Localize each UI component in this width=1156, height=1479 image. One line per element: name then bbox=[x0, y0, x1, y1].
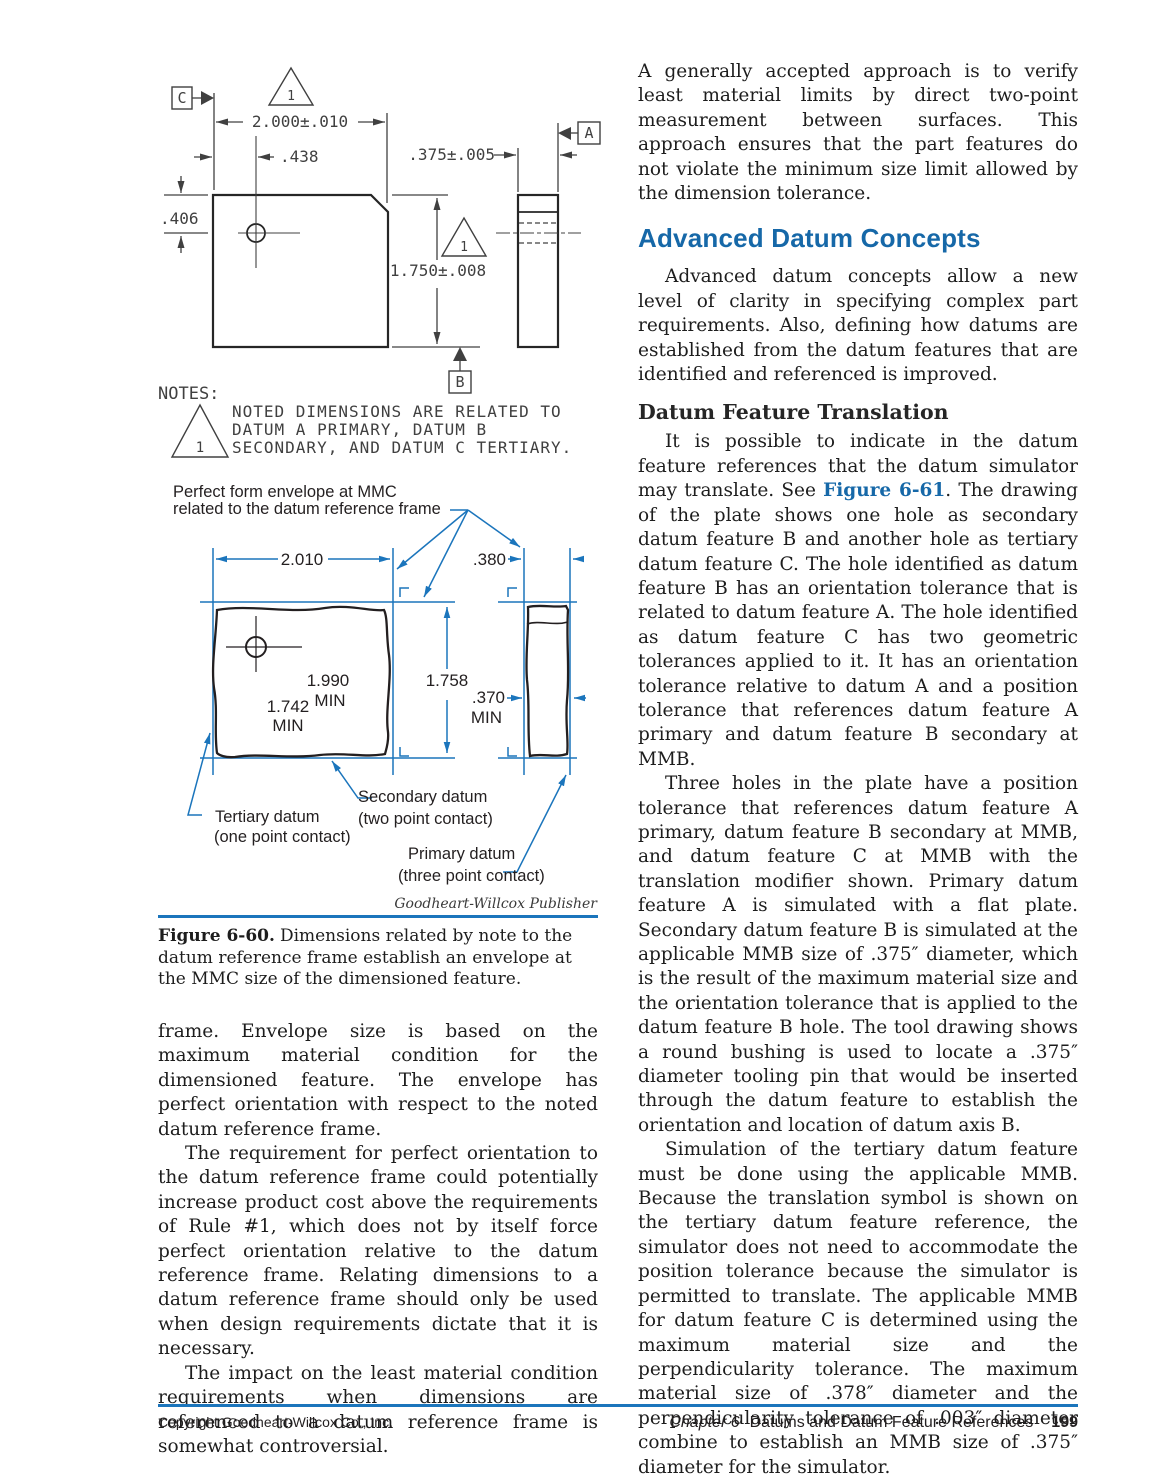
min-label-2: MIN bbox=[272, 716, 303, 735]
paragraph-translation: It is possible to indicate in the datum … bbox=[638, 430, 1078, 772]
note-line-3: SECONDARY, AND DATUM C TERTIARY. bbox=[232, 438, 572, 457]
paragraph-perfect-orientation: The requirement for perfect orientation … bbox=[158, 1143, 598, 1360]
secondary-datum-label: Secondary datum bbox=[358, 788, 487, 806]
datum-arrow bbox=[453, 347, 467, 361]
tertiary-datum-sublabel: (one point contact) bbox=[214, 828, 351, 846]
dim-part-width: 1.990 bbox=[307, 671, 350, 690]
figure-caption: Figure 6-60.Dimensions related by note t… bbox=[158, 915, 598, 991]
part-side-view-actual bbox=[525, 604, 570, 758]
paragraph-advanced-concepts: Advanced datum concepts allow a new leve… bbox=[638, 266, 1078, 386]
dim-env-height: 1.758 bbox=[426, 671, 469, 690]
note-flag-2: 1 bbox=[460, 240, 468, 255]
paragraph-frame-envelope: frame. Envelope size is based on the max… bbox=[158, 1021, 598, 1140]
datum-c-label: C bbox=[177, 89, 186, 107]
dim-env-thickness: .380 bbox=[473, 550, 506, 569]
note-line-1: NOTED DIMENSIONS ARE RELATED TO bbox=[232, 402, 562, 421]
callout-line-1: Perfect form envelope at MMC bbox=[173, 483, 397, 501]
part-front-view bbox=[211, 136, 390, 349]
envelope-lines bbox=[200, 548, 577, 775]
copyright-text: Copyright Goodheart-Willcox Co., Inc. bbox=[158, 1414, 393, 1430]
part-side-view bbox=[496, 193, 581, 349]
figure-6-61-link[interactable]: Figure 6-61 bbox=[823, 480, 946, 502]
left-column: frame. Envelope size is based on the max… bbox=[158, 1020, 598, 1459]
callout-line-2: related to the datum reference frame bbox=[173, 500, 441, 518]
section-heading-advanced-datum-concepts: Advanced Datum Concepts bbox=[638, 223, 981, 254]
text-run: . The drawing of the plate shows one hol… bbox=[638, 480, 1078, 770]
note-flag-1: 1 bbox=[287, 89, 295, 104]
publisher-credit: Goodheart-Willcox Publisher bbox=[394, 896, 598, 912]
subsection-heading-datum-feature-translation: Datum Feature Translation bbox=[638, 400, 949, 425]
dim-part-thickness: .370 bbox=[472, 688, 505, 707]
dim-height: 1.750±.008 bbox=[390, 261, 486, 280]
dim-hole-down: .406 bbox=[160, 209, 199, 228]
datum-arrow bbox=[201, 91, 214, 105]
page-footer: Copyright Goodheart-Willcox Co., Inc. Ch… bbox=[158, 1414, 1078, 1432]
drawing-notes: NOTES: 1 NOTED DIMENSIONS ARE RELATED TO… bbox=[158, 384, 572, 458]
datum-flag-a: A bbox=[558, 121, 601, 145]
footer-chapter-info: Chapter 6 Datums and Datum Feature Refere… bbox=[669, 1414, 1078, 1432]
note-flag-triangles bbox=[267, 66, 488, 257]
paragraph-simulation: Simulation of the tertiary datum feature… bbox=[638, 1139, 1078, 1478]
figure-6-60-drawing: Perfect form envelope at MMC related to … bbox=[173, 483, 598, 912]
primary-datum-label: Primary datum bbox=[408, 845, 515, 863]
technical-drawing-top: C A B 1 1 2.000±.010 .438 .406 1.750±.00… bbox=[158, 66, 601, 458]
dim-thickness: .375±.005 bbox=[408, 145, 495, 164]
min-label-1: MIN bbox=[314, 691, 345, 710]
datum-a-label: A bbox=[584, 124, 593, 142]
chapter-title: Datums and Datum Feature References bbox=[749, 1414, 1034, 1431]
dim-width: 2.000±.010 bbox=[252, 112, 348, 131]
min-label-3: MIN bbox=[471, 708, 502, 727]
figure-caption-text: Dimensions related by note to the datum … bbox=[158, 926, 573, 989]
leader-lines bbox=[187, 509, 567, 873]
note-line-2: DATUM A PRIMARY, DATUM B bbox=[232, 420, 487, 439]
datum-arrow bbox=[558, 127, 571, 140]
footer-rule bbox=[158, 1404, 1078, 1407]
part-front-view-actual bbox=[211, 605, 391, 759]
chapter-label: Chapter 6 bbox=[669, 1414, 740, 1431]
right-column: A generally accepted approach is to veri… bbox=[638, 60, 1078, 1479]
secondary-datum-sublabel: (two point contact) bbox=[358, 810, 493, 828]
figure-caption-label: Figure 6-60. bbox=[158, 926, 275, 946]
paragraph-three-holes: Three holes in the plate have a position… bbox=[638, 773, 1078, 1136]
paragraph-lmc-impact: The impact on the least material conditi… bbox=[158, 1362, 598, 1457]
notes-heading: NOTES: bbox=[158, 384, 219, 404]
datum-flag-c: C bbox=[171, 86, 214, 110]
primary-datum-sublabel: (three point contact) bbox=[398, 867, 545, 885]
text-run: It is possible to indicate in the datum … bbox=[638, 431, 1078, 502]
page-number: 199 bbox=[1051, 1414, 1078, 1431]
datum-flag-b: B bbox=[448, 347, 472, 394]
corner-brackets bbox=[399, 587, 517, 757]
datum-b-label: B bbox=[455, 373, 464, 391]
dim-hole-offset: .438 bbox=[280, 147, 319, 166]
paragraph-intro: A generally accepted approach is to veri… bbox=[638, 61, 1078, 205]
dim-env-width: 2.010 bbox=[281, 550, 324, 569]
note-flag-3: 1 bbox=[196, 440, 204, 456]
tertiary-datum-label: Tertiary datum bbox=[215, 808, 320, 826]
dimension-lines bbox=[164, 93, 577, 348]
dim-part-height: 1.742 bbox=[267, 697, 310, 716]
